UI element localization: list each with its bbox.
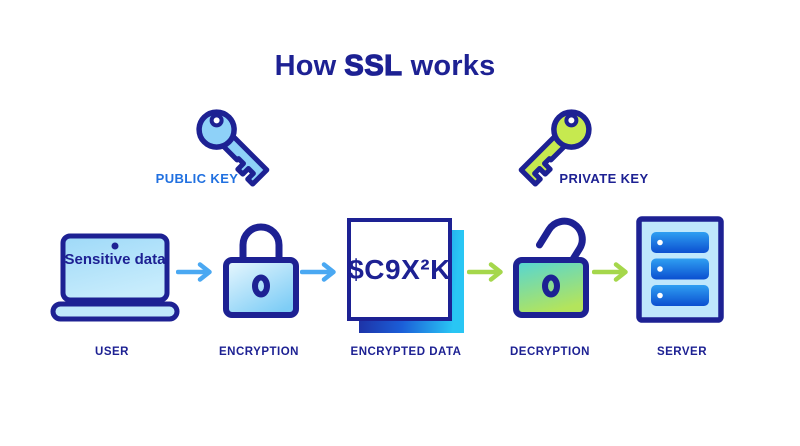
keyhole (542, 274, 560, 298)
private-key-icon (503, 98, 603, 203)
user-label: USER (95, 346, 129, 358)
arrow-right-icon-3 (466, 262, 507, 287)
private-key-label: PRIVATE KEY (559, 171, 649, 186)
cipher-text: $C9X²K (348, 253, 451, 285)
sensitive-data-text: Sensitive data (64, 251, 166, 268)
server-label: SERVER (656, 346, 708, 358)
page-title: How SSL works (0, 49, 770, 83)
encrypted-data-label: ENCRYPTED DATA (350, 346, 462, 358)
keyhole (252, 274, 270, 298)
server-icon (636, 216, 724, 329)
public-key-icon (185, 98, 285, 203)
open-padlock-icon (511, 214, 593, 323)
public-key-label: PUBLIC KEY (155, 171, 239, 186)
laptop-icon (50, 232, 180, 329)
closed-padlock-icon (222, 214, 300, 323)
encrypted-data-box: $C9X²K (347, 218, 452, 321)
arrow-right-icon-4 (591, 262, 632, 287)
title-highlight: SSL (344, 49, 403, 82)
arrow-right-icon-2 (299, 262, 340, 287)
webcam-dot (111, 242, 119, 250)
title-prefix: How (274, 50, 337, 82)
decryption-label: DECRYPTION (510, 346, 590, 358)
encryption-label: ENCRYPTION (219, 346, 299, 358)
title-suffix: works (410, 50, 496, 82)
arrow-right-icon-1 (175, 262, 216, 287)
